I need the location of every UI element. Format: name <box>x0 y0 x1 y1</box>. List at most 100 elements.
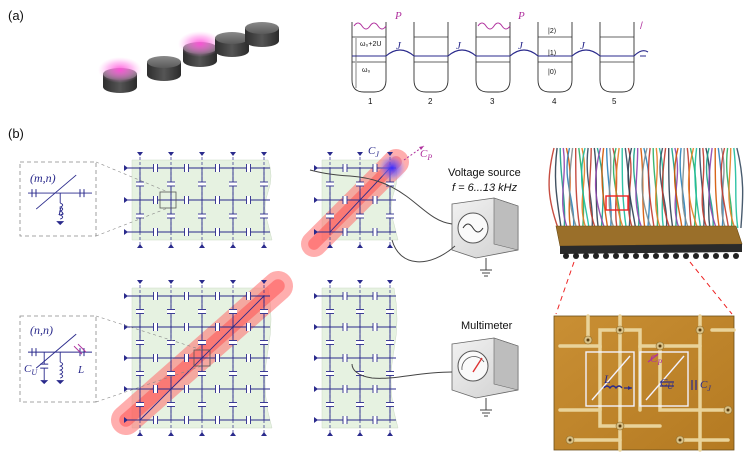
capacitor-gap <box>373 292 377 300</box>
circuit-grid-bottom-left <box>111 271 293 436</box>
capacitor-gap <box>136 182 144 186</box>
capacitor-gap <box>343 385 347 393</box>
photo-cj-label: CJ <box>700 379 711 393</box>
ground-marker <box>327 280 333 284</box>
board-wire <box>647 147 655 229</box>
ground-marker <box>124 386 128 392</box>
potential-well <box>537 22 573 93</box>
capacitor-gap <box>373 228 377 236</box>
board-pin <box>613 253 619 259</box>
board-wire <box>687 147 699 229</box>
capacitor-gap <box>153 416 158 424</box>
ground-marker <box>314 355 318 361</box>
capacitor-gap <box>153 164 158 172</box>
capacitor-gap <box>184 385 189 393</box>
board-wire <box>588 147 596 229</box>
capacitor-gap <box>167 309 175 314</box>
inset-connector <box>95 207 169 237</box>
ground-marker <box>124 293 128 299</box>
capacitor-gap <box>260 182 268 186</box>
board-pin <box>673 253 679 259</box>
board-pin <box>693 253 699 259</box>
circuit-grid-bottom-right <box>314 280 399 436</box>
pump-label-2: P <box>517 10 525 22</box>
capacitor-gap <box>386 340 394 345</box>
panel-a-label: (a) <box>8 8 24 23</box>
board-wire <box>661 147 671 229</box>
capacitor-gap <box>326 182 334 186</box>
capacitor-gap <box>260 309 268 314</box>
sine-icon <box>462 223 484 233</box>
overlay-cell <box>585 351 635 407</box>
ground-marker <box>387 432 393 436</box>
overlay-diagonal <box>591 355 631 401</box>
capacitor-gap <box>356 402 364 407</box>
capacitor-gap <box>386 309 394 314</box>
capacitor-gap <box>167 182 175 186</box>
ground-marker <box>314 386 318 392</box>
capacitor-gap <box>229 340 237 345</box>
pcb-via-hole <box>678 438 682 442</box>
capacitor-gap <box>246 292 251 300</box>
cu-label: CU <box>24 363 38 377</box>
inset-ground <box>56 380 65 385</box>
board-pin <box>653 253 659 259</box>
board-pin <box>703 253 709 259</box>
inset-connector <box>95 365 203 403</box>
board-wire <box>668 147 674 229</box>
hopping-label-3: J <box>518 40 524 52</box>
level-0-label: |0⟩ <box>548 68 557 76</box>
ground-marker <box>124 197 128 203</box>
capacitor-gap <box>373 323 377 331</box>
capacitor-gap <box>343 228 347 236</box>
capacitor-gap <box>229 182 237 186</box>
capacitor-gap <box>356 214 364 218</box>
board-wire <box>714 147 720 229</box>
site-number-1: 1 <box>368 97 373 106</box>
ground-marker <box>199 432 205 436</box>
capacitor-gap <box>167 371 175 376</box>
board-wire <box>594 147 606 229</box>
voltage-source-side <box>493 197 519 251</box>
cutoff-mark: / <box>640 21 643 32</box>
board-wire <box>733 147 739 229</box>
pillar-top <box>215 32 249 44</box>
board-wire <box>641 147 652 229</box>
ground-marker <box>261 244 267 248</box>
capacitor-gap <box>184 323 189 331</box>
hopping-wave <box>352 49 649 57</box>
capacitor-gap <box>356 340 364 345</box>
board-wire <box>681 147 689 229</box>
ground-marker <box>327 244 333 248</box>
ground-marker <box>168 280 174 284</box>
board-pin <box>573 253 579 259</box>
circuit-grid-top-right <box>301 145 425 257</box>
ground-marker <box>199 244 205 248</box>
ground-marker <box>314 229 318 235</box>
capacitor-gap <box>229 214 237 218</box>
site-number-3: 3 <box>490 97 495 106</box>
ground-marker <box>137 152 143 156</box>
board-pin <box>583 253 589 259</box>
overlay-arrow-head <box>628 386 632 390</box>
ground-marker <box>261 280 267 284</box>
capacitor-gap <box>260 340 268 345</box>
capacitor-gap <box>229 402 237 407</box>
ground-marker <box>137 280 143 284</box>
ground-marker <box>314 293 318 299</box>
ground-marker <box>327 432 333 436</box>
capacitor-gap <box>153 385 158 393</box>
board-wire <box>736 147 744 229</box>
capacitor-gap <box>167 214 175 218</box>
board-pin <box>633 253 639 259</box>
energy-diagram <box>351 22 649 93</box>
unit-cell-marker <box>159 191 177 209</box>
capacitor-gap <box>246 164 251 172</box>
capacitor-gap <box>343 164 347 172</box>
capacitor-gap <box>386 214 394 218</box>
board-wire <box>575 147 581 229</box>
inset-diagonal <box>35 333 77 369</box>
potential-well <box>413 22 449 93</box>
capacitor-gap <box>246 323 251 331</box>
photo-cp-label: CP <box>650 353 662 367</box>
